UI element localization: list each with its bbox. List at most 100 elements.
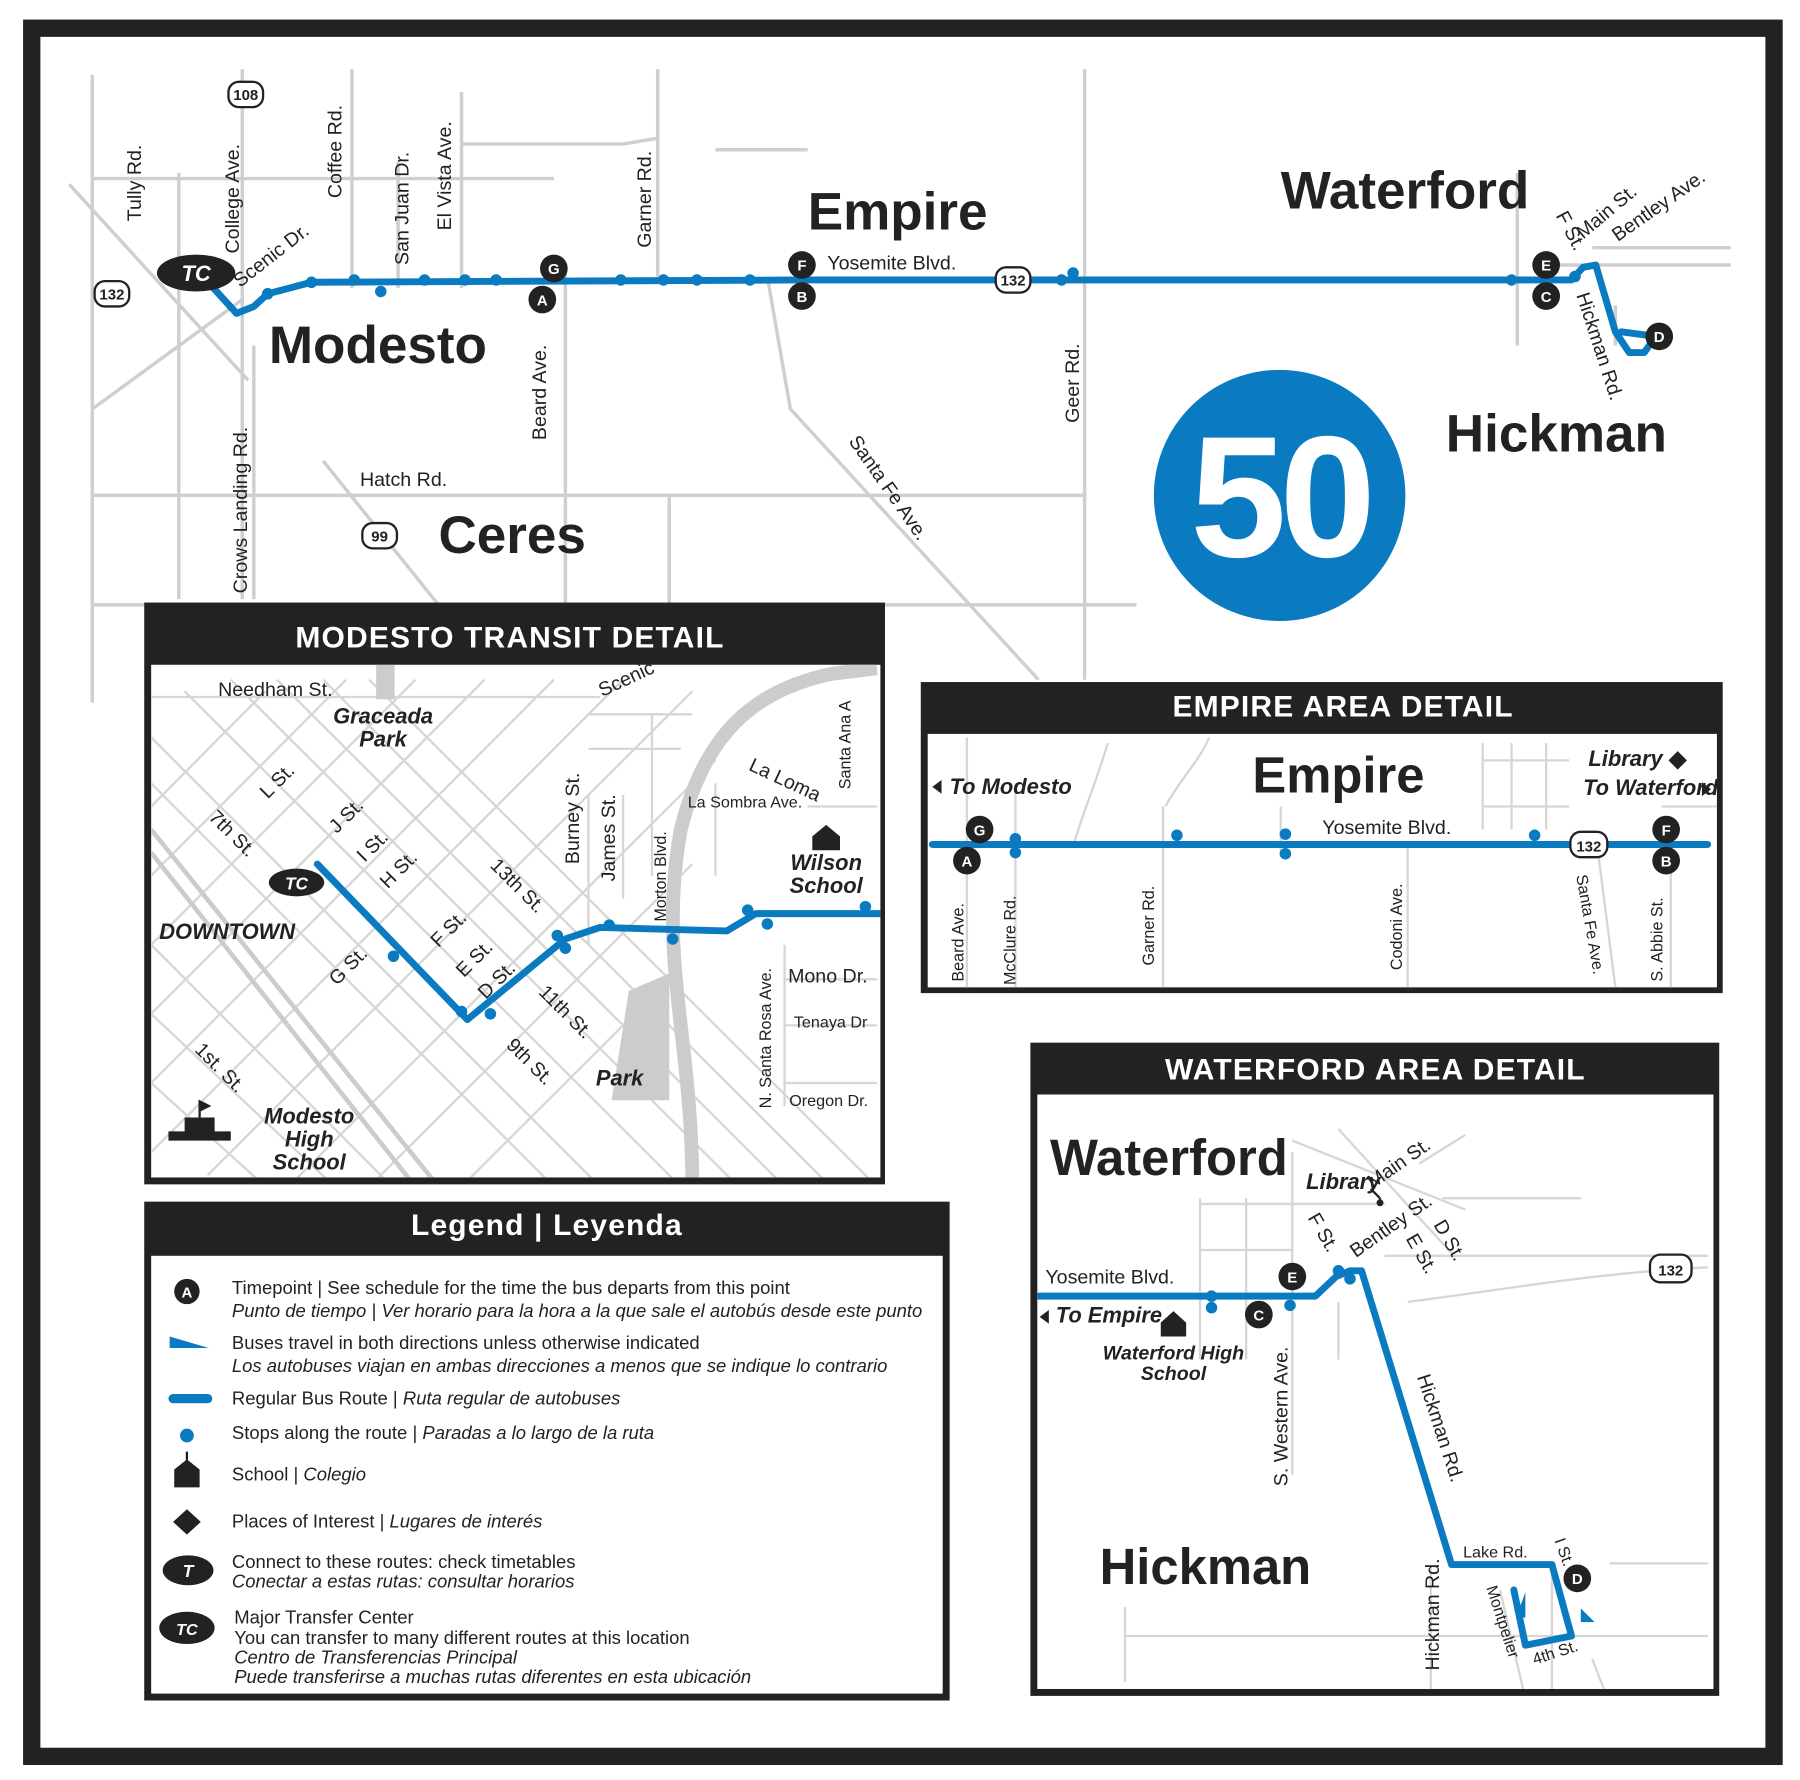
timepoint-b: B — [788, 282, 816, 310]
svg-text:Empire: Empire — [1252, 747, 1424, 804]
timepoint-c: C — [1532, 282, 1560, 310]
svg-text:To Empire: To Empire — [1056, 1303, 1162, 1328]
svg-text:A: A — [182, 1284, 193, 1301]
timepoint-d: D — [1645, 322, 1674, 351]
street-label: Yosemite Blvd. — [827, 253, 956, 275]
svg-text:Punto de tiempo | Ver horario: Punto de tiempo | Ver horario para la ho… — [232, 1300, 922, 1321]
svg-text:La Sombra Ave.: La Sombra Ave. — [688, 794, 803, 812]
school-icon — [1160, 1311, 1187, 1337]
modesto-transit-detail: MODESTO TRANSIT DETAIL TC Needham St. Sc… — [144, 602, 885, 1185]
svg-text:TC: TC — [176, 1621, 198, 1639]
highway-shield-99: 99 — [361, 521, 399, 550]
street-label: El Vista Ave. — [434, 121, 456, 230]
legend-title: Legend | Leyenda — [411, 1209, 683, 1242]
railroad — [151, 828, 435, 1178]
timepoint-e: E — [1278, 1262, 1307, 1291]
svg-text:E: E — [1541, 258, 1551, 275]
timepoint-e: E — [1532, 251, 1560, 279]
transfer-center-icon: TC — [268, 868, 325, 897]
svg-text:School | Colegio: School | Colegio — [232, 1463, 366, 1484]
svg-text:132: 132 — [1658, 1262, 1683, 1279]
svg-text:Places of Interest | Lugares d: Places of Interest | Lugares de interés — [232, 1511, 542, 1532]
svg-text:C: C — [1541, 289, 1552, 306]
svg-text:TC: TC — [182, 261, 212, 286]
stop-dot-icon — [180, 1428, 194, 1443]
svg-text:50: 50 — [1190, 400, 1369, 594]
street-label: Beard Ave. — [529, 345, 551, 440]
svg-text:C: C — [1253, 1307, 1264, 1324]
svg-text:James St.: James St. — [598, 794, 620, 881]
direction-arrow-icon — [169, 1336, 209, 1348]
svg-text:Tenaya Dr: Tenaya Dr — [794, 1014, 868, 1032]
school-icon — [174, 1451, 200, 1488]
connection-icon: T — [162, 1555, 214, 1586]
svg-text:Burney St.: Burney St. — [562, 773, 584, 864]
to-empire-arrow-icon — [1039, 1309, 1049, 1324]
place-label-waterford-high-school: Waterford High School — [1103, 1343, 1244, 1384]
svg-text:A: A — [962, 853, 973, 870]
svg-text:Los autobuses viajan en ambas: Los autobuses viajan en ambas direccione… — [232, 1355, 887, 1376]
transfer-center-icon: TC — [156, 254, 236, 292]
transfer-center-icon: TC — [159, 1611, 215, 1645]
direction-arrow-icon — [1516, 1592, 1526, 1618]
diamond-icon — [1668, 751, 1687, 770]
direction-arrow-icon — [1580, 1608, 1595, 1623]
town-label: Empire — [808, 182, 988, 241]
main-map: TC 132 108 132 99 Tully Rd. College Ave.… — [67, 69, 1731, 703]
place-label-wilson-school: Wilson School — [790, 853, 863, 899]
panel-title: EMPIRE AREA DETAIL — [1172, 691, 1513, 724]
street-label: San Juan Dr. — [391, 152, 413, 265]
svg-text:Stops along the route | Parada: Stops along the route | Paradas a lo lar… — [232, 1422, 654, 1443]
route-stops — [261, 267, 1581, 300]
timepoint-f: F — [788, 251, 816, 279]
place-label-modesto-high-school: Modesto High School — [264, 1106, 354, 1175]
svg-text:Needham St.: Needham St. — [218, 679, 332, 701]
timepoint-f: F — [1652, 815, 1680, 844]
highway-shield-132-west: 132 — [93, 279, 131, 308]
svg-text:Beard Ave.: Beard Ave. — [949, 903, 967, 982]
place-label-park: Park — [596, 1065, 645, 1090]
street-label: Garner Rd. — [634, 151, 656, 248]
street-label: Crows Landing Rd. — [230, 427, 252, 594]
svg-text:D: D — [1654, 329, 1665, 346]
svg-text:Puede transferirse a muchas ru: Puede transferirse a muchas rutas difere… — [234, 1666, 751, 1687]
timepoint-icon: A — [174, 1278, 200, 1305]
panel-title: WATERFORD AREA DETAIL — [1165, 1054, 1586, 1087]
park-area — [611, 973, 670, 1101]
to-waterford-label: To Waterford — [1583, 775, 1719, 800]
svg-text:G: G — [548, 261, 560, 278]
empire-area-detail: EMPIRE AREA DETAIL Empire To Modesto To … — [920, 682, 1723, 994]
town-label: Hickman — [1446, 405, 1667, 464]
svg-text:Hickman Rd.: Hickman Rd. — [1422, 1558, 1444, 1670]
svg-text:Yosemite Blvd.: Yosemite Blvd. — [1322, 817, 1451, 839]
svg-text:132: 132 — [99, 287, 124, 304]
svg-text:Regular Bus Route | Ruta regul: Regular Bus Route | Ruta regular de auto… — [232, 1387, 620, 1408]
svg-text:Connect to these routes: check: Connect to these routes: check timetable… — [232, 1551, 576, 1572]
school-icon — [168, 1099, 231, 1141]
svg-text:TC: TC — [285, 873, 309, 893]
svg-text:Library: Library — [1306, 1169, 1382, 1194]
timepoint-a: A — [953, 846, 981, 875]
timepoint-a: A — [528, 285, 557, 314]
svg-text:T: T — [183, 1561, 195, 1581]
waterford-area-detail: WATERFORD AREA DETAIL Waterford Hickman … — [1030, 1042, 1720, 1696]
street-grid — [151, 678, 877, 1178]
svg-text:Centro de Transferencias Princ: Centro de Transferencias Principal — [234, 1647, 518, 1668]
svg-text:B: B — [1661, 853, 1672, 870]
timepoint-b: B — [1652, 846, 1680, 875]
svg-text:99: 99 — [371, 528, 388, 545]
town-label: Modesto — [269, 316, 487, 375]
svg-text:McClure Rd.: McClure Rd. — [1001, 896, 1019, 986]
svg-text:108: 108 — [233, 87, 258, 104]
svg-text:Santa Ana A: Santa Ana A — [836, 700, 854, 789]
svg-text:E: E — [1287, 1269, 1297, 1286]
diamond-icon — [173, 1509, 201, 1535]
street-label: College Ave. — [222, 144, 244, 254]
svg-text:132: 132 — [1576, 838, 1601, 855]
svg-text:Buses travel in both direction: Buses travel in both directions unless o… — [232, 1332, 700, 1353]
route-line — [313, 860, 881, 1024]
to-modesto-arrow-icon — [932, 779, 942, 794]
route-line-icon — [168, 1394, 213, 1404]
svg-text:Waterford: Waterford — [1050, 1129, 1288, 1186]
